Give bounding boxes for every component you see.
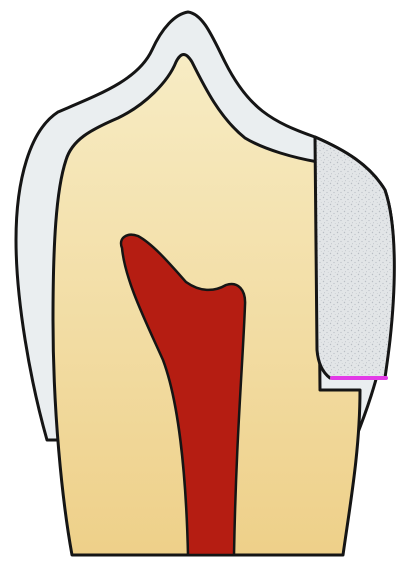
restoration-filling: [315, 137, 394, 378]
